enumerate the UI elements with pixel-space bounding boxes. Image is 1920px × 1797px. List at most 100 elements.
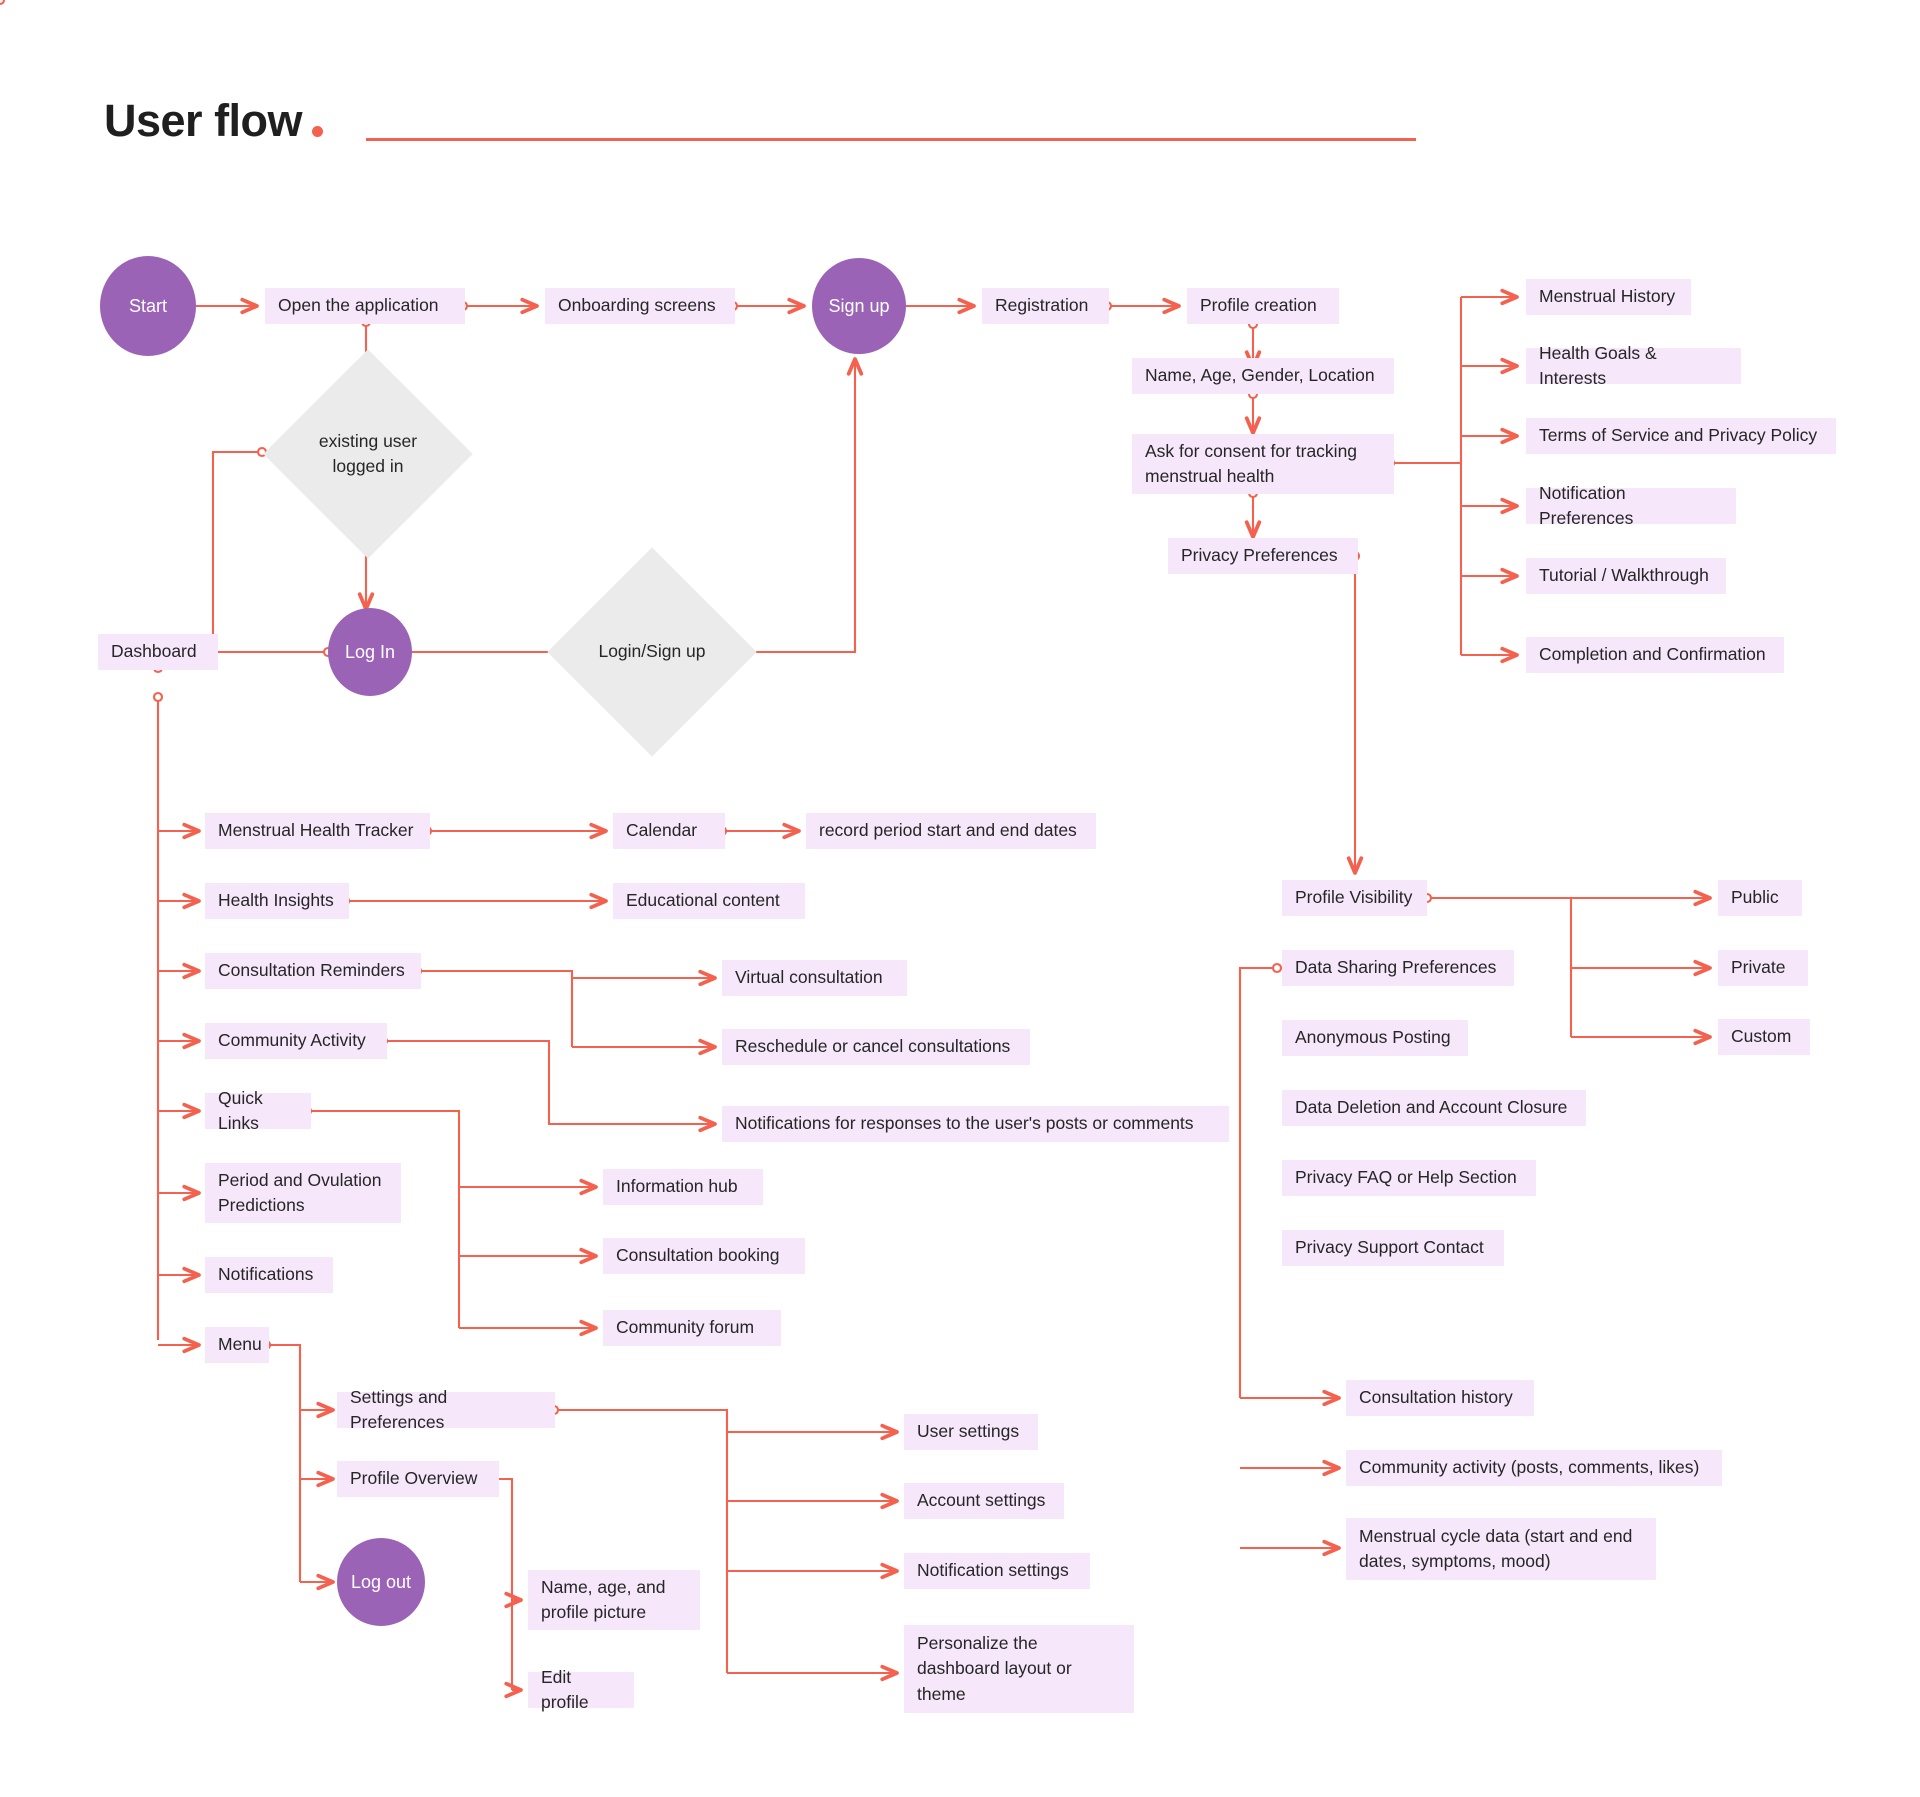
node-consultation-booking-label: Consultation booking	[616, 1245, 780, 1266]
node-name-age-profile-picture[interactable]: Name, age, and profile picture	[528, 1570, 700, 1630]
node-health-goals-interests[interactable]: Health Goals & Interests	[1526, 343, 1741, 388]
node-menstrual-history-label: Menstrual History	[1539, 286, 1676, 307]
node-data-sharing-preferences-label: Data Sharing Preferences	[1295, 957, 1497, 978]
node-virtual-consultation-label: Virtual consultation	[735, 967, 883, 988]
node-profile-creation[interactable]: Profile creation	[1187, 288, 1339, 324]
node-registration[interactable]: Registration	[982, 288, 1109, 324]
node-anonymous-posting[interactable]: Anonymous Posting	[1282, 1020, 1468, 1056]
node-privacy-preferences[interactable]: Privacy Preferences	[1168, 538, 1358, 574]
node-community-activity[interactable]: Community Activity	[205, 1023, 387, 1059]
node-health-insights[interactable]: Health Insights	[205, 883, 349, 919]
node-terms-of-service-privacy-policy[interactable]: Terms of Service and Privacy Policy	[1526, 418, 1836, 454]
node-menstrual-health-tracker[interactable]: Menstrual Health Tracker	[205, 813, 430, 849]
node-name-age-profile-picture-label: Name, age, and profile picture	[541, 1576, 666, 1622]
node-privacy-support-contact[interactable]: Privacy Support Contact	[1282, 1230, 1504, 1266]
node-privacy-faq-help-section-label: Privacy FAQ or Help Section	[1295, 1167, 1517, 1188]
node-consultation-booking[interactable]: Consultation booking	[603, 1238, 805, 1274]
node-information-hub[interactable]: Information hub	[603, 1169, 763, 1205]
node-name-age-gender-location-label: Name, Age, Gender, Location	[1145, 365, 1375, 386]
decision-existing-user-logged-in[interactable]: existing user logged in	[263, 349, 473, 559]
node-onboarding-screens[interactable]: Onboarding screens	[545, 288, 735, 324]
node-start[interactable]: Start	[100, 256, 196, 356]
node-settings-and-preferences[interactable]: Settings and Preferences	[337, 1387, 555, 1432]
node-menstrual-cycle-data[interactable]: Menstrual cycle data (start and end date…	[1346, 1518, 1656, 1580]
node-open-the-application[interactable]: Open the application	[265, 288, 465, 324]
decision-existing-user-logged-in-label: existing user logged in	[318, 430, 418, 476]
node-sign-up-label: Sign up	[828, 295, 890, 316]
node-information-hub-label: Information hub	[616, 1176, 738, 1197]
node-community-forum-label: Community forum	[616, 1317, 755, 1338]
node-notifications-for-responses-label: Notifications for responses to the user'…	[735, 1113, 1194, 1134]
title-rule	[366, 138, 1416, 141]
node-profile-overview-label: Profile Overview	[350, 1468, 478, 1489]
node-profile-creation-label: Profile creation	[1200, 295, 1317, 316]
node-quick-links[interactable]: Quick Links	[205, 1088, 311, 1133]
node-user-settings[interactable]: User settings	[904, 1414, 1038, 1450]
node-privacy-faq-help-section[interactable]: Privacy FAQ or Help Section	[1282, 1160, 1536, 1196]
node-data-sharing-preferences[interactable]: Data Sharing Preferences	[1282, 950, 1514, 986]
node-educational-content[interactable]: Educational content	[613, 883, 805, 919]
node-notification-settings[interactable]: Notification settings	[904, 1553, 1090, 1589]
node-menu[interactable]: Menu	[205, 1327, 269, 1363]
node-log-in[interactable]: Log In	[328, 608, 412, 696]
node-notification-preferences-label: Notification Preferences	[1539, 482, 1634, 528]
node-notification-preferences[interactable]: Notification Preferences	[1526, 483, 1736, 528]
page-title: User flow	[104, 95, 324, 146]
node-menstrual-health-tracker-label: Menstrual Health Tracker	[218, 820, 414, 841]
node-visibility-custom[interactable]: Custom	[1718, 1019, 1810, 1055]
node-name-age-gender-location[interactable]: Name, Age, Gender, Location	[1132, 358, 1394, 394]
node-period-ovulation-predictions-label: Period and Ovulation Predictions	[218, 1169, 382, 1215]
node-profile-visibility[interactable]: Profile Visibility	[1282, 880, 1427, 916]
node-virtual-consultation[interactable]: Virtual consultation	[722, 960, 907, 996]
node-log-out[interactable]: Log out	[337, 1538, 425, 1626]
node-log-out-label: Log out	[350, 1571, 412, 1592]
node-edit-profile-label: Edit profile	[541, 1666, 589, 1712]
node-period-ovulation-predictions[interactable]: Period and Ovulation Predictions	[205, 1163, 401, 1223]
node-record-period-dates-label: record period start and end dates	[819, 820, 1077, 841]
decision-login-sign-up-label: Login/Sign up	[598, 641, 706, 662]
node-consultation-reminders-label: Consultation Reminders	[218, 960, 405, 981]
node-dashboard[interactable]: Dashboard	[98, 634, 218, 670]
node-personalize-dashboard[interactable]: Personalize the dashboard layout or them…	[904, 1625, 1134, 1713]
node-account-settings[interactable]: Account settings	[904, 1483, 1064, 1519]
node-anonymous-posting-label: Anonymous Posting	[1295, 1027, 1451, 1048]
node-community-activity-posts[interactable]: Community activity (posts, comments, lik…	[1346, 1450, 1722, 1486]
node-calendar[interactable]: Calendar	[613, 813, 725, 849]
node-menstrual-history[interactable]: Menstrual History	[1526, 279, 1691, 315]
node-health-goals-interests-label: Health Goals & Interests	[1539, 342, 1657, 388]
node-user-settings-label: User settings	[917, 1421, 1020, 1442]
node-data-deletion-account-closure[interactable]: Data Deletion and Account Closure	[1282, 1090, 1586, 1126]
node-community-forum[interactable]: Community forum	[603, 1310, 781, 1346]
node-log-in-label: Log In	[344, 641, 396, 662]
node-visibility-private[interactable]: Private	[1718, 950, 1808, 986]
node-terms-of-service-privacy-policy-label: Terms of Service and Privacy Policy	[1539, 425, 1818, 446]
node-tutorial-walkthrough[interactable]: Tutorial / Walkthrough	[1526, 558, 1726, 594]
node-profile-overview[interactable]: Profile Overview	[337, 1461, 499, 1497]
node-ask-for-consent[interactable]: Ask for consent for tracking menstrual h…	[1132, 434, 1394, 494]
node-community-activity-posts-label: Community activity (posts, comments, lik…	[1359, 1457, 1700, 1478]
decision-login-sign-up[interactable]: Login/Sign up	[547, 547, 757, 757]
node-notifications-label: Notifications	[218, 1264, 314, 1285]
node-reschedule-or-cancel-consultations[interactable]: Reschedule or cancel consultations	[722, 1029, 1030, 1065]
node-open-the-application-label: Open the application	[278, 295, 439, 316]
node-consultation-reminders[interactable]: Consultation Reminders	[205, 953, 421, 989]
node-notifications[interactable]: Notifications	[205, 1257, 333, 1293]
node-notification-settings-label: Notification settings	[917, 1560, 1069, 1581]
node-consultation-history-label: Consultation history	[1359, 1387, 1513, 1408]
node-completion-and-confirmation[interactable]: Completion and Confirmation	[1526, 637, 1784, 673]
node-onboarding-screens-label: Onboarding screens	[558, 295, 716, 316]
node-consultation-history[interactable]: Consultation history	[1346, 1380, 1534, 1416]
node-personalize-dashboard-label: Personalize the dashboard layout or them…	[917, 1632, 1072, 1704]
node-notifications-for-responses[interactable]: Notifications for responses to the user'…	[722, 1106, 1229, 1142]
node-record-period-dates[interactable]: record period start and end dates	[806, 813, 1096, 849]
node-menu-label: Menu	[218, 1334, 262, 1355]
node-tutorial-walkthrough-label: Tutorial / Walkthrough	[1539, 565, 1709, 586]
node-reschedule-or-cancel-consultations-label: Reschedule or cancel consultations	[735, 1036, 1011, 1057]
page-title-text: User flow	[104, 95, 303, 146]
node-settings-and-preferences-label: Settings and Preferences	[350, 1386, 448, 1432]
node-edit-profile[interactable]: Edit profile	[528, 1667, 634, 1712]
node-menstrual-cycle-data-label: Menstrual cycle data (start and end date…	[1359, 1525, 1633, 1571]
node-visibility-public[interactable]: Public	[1718, 880, 1802, 916]
node-sign-up[interactable]: Sign up	[812, 258, 906, 354]
node-community-activity-label: Community Activity	[218, 1030, 366, 1051]
